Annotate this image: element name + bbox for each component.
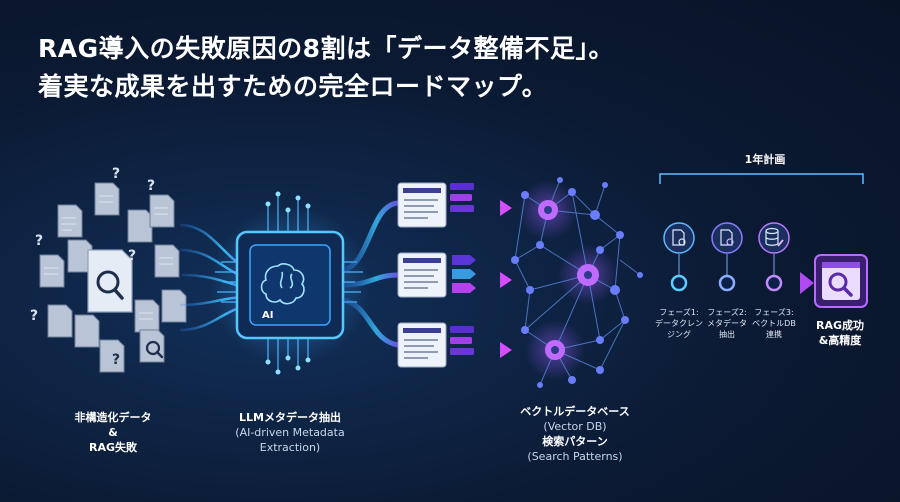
arrow-icon [500, 200, 512, 216]
phase-2-desc-2: 抽出 [719, 330, 735, 339]
year-bracket [659, 173, 864, 184]
phase-2-label: フェーズ2: メタデータ 抽出 [701, 307, 753, 340]
unstructured-title: 非構造化データ [74, 411, 152, 424]
phase-3-desc-1: ベクトルDB [752, 319, 796, 328]
central-document-icon [87, 249, 133, 313]
document-icon [99, 339, 125, 373]
document-icon [134, 299, 160, 333]
timeline-milestones [670, 274, 783, 292]
phase-3-icon-badge [758, 222, 790, 254]
metadata-card [397, 252, 512, 298]
phase-3-desc-2: 連携 [766, 330, 782, 339]
page-title: RAG導入の失敗原因の8割は「データ整備不足」。 着実な成果を出すための完全ロー… [38, 30, 614, 106]
magnifier-icon [96, 270, 120, 294]
output-flow-lines [342, 200, 399, 348]
phase-2-title: フェーズ2: [707, 308, 747, 317]
document-icon [154, 244, 180, 278]
metadata-cards [397, 182, 512, 368]
metadata-card [397, 322, 512, 368]
vector-title: ベクトルデータベース [520, 405, 630, 418]
final-result-label: RAG成功 &高精度 [800, 318, 880, 348]
metadata-card [397, 182, 512, 228]
final-title: RAG成功 [815, 319, 864, 332]
question-mark-icon: ? [112, 352, 120, 368]
stage-unstructured-label: 非構造化データ & RAG失敗 [48, 410, 178, 455]
ai-chip-label: AI [262, 310, 273, 321]
ai-chip [210, 191, 370, 375]
question-mark-icon: ? [30, 308, 38, 324]
phase-3-label: フェーズ3: ベクトルDB 連携 [748, 307, 800, 340]
phase-1-title: フェーズ1: [659, 308, 699, 317]
document-icon [127, 209, 153, 243]
document-icon [94, 182, 120, 216]
document-icon [39, 254, 65, 288]
stage-vector-label: ベクトルデータベース (Vector DB) 検索パターン (Search Pa… [500, 404, 650, 464]
arrow-icon [800, 272, 814, 294]
search-window-icon [814, 254, 868, 308]
phase-1-icon-badge [663, 222, 695, 254]
milestone-3 [765, 274, 783, 292]
document-icon [139, 329, 165, 363]
brain-icon [260, 263, 305, 305]
phase-1-desc-2: ジング [667, 330, 691, 339]
document-search-icon [672, 229, 685, 246]
phase-2-desc-1: メタデータ [707, 319, 747, 328]
tag-icon [452, 255, 476, 265]
question-mark-icon: ? [147, 178, 155, 194]
document-icon [74, 314, 100, 348]
milestone-1 [670, 274, 688, 292]
search-pattern-title: 検索パターン [542, 435, 608, 448]
search-pattern-subtitle: (Search Patterns) [527, 450, 623, 463]
phase-3-title: フェーズ3: [754, 308, 794, 317]
roadmap [640, 173, 868, 308]
phase-1-desc-1: データクレン [655, 319, 703, 328]
document-icon [161, 289, 187, 323]
llm-title: LLMメタデータ抽出 [239, 411, 341, 424]
vector-network [511, 177, 643, 388]
phase-1-label: フェーズ1: データクレン ジング [653, 307, 705, 340]
gear-document-icon [720, 229, 733, 246]
milestone-2 [718, 274, 736, 292]
question-mark-icon: ? [128, 248, 136, 264]
unstructured-amp: & [108, 426, 118, 439]
unstructured-documents: ? ? ? ? ? ? [30, 166, 187, 373]
unstructured-subtitle: RAG失敗 [88, 441, 137, 454]
vector-subtitle: (Vector DB) [543, 420, 607, 433]
title-line-2: 着実な成果を出すための完全ロードマップ。 [38, 72, 548, 101]
document-icon [47, 304, 73, 338]
llm-subtitle-1: (AI-driven Metadata [235, 426, 345, 439]
title-line-1: RAG導入の失敗原因の8割は「データ整備不足」。 [38, 34, 615, 63]
arrow-icon [500, 272, 512, 288]
year-plan-label: 1年計画 [744, 153, 786, 166]
tag-icon [452, 283, 476, 293]
document-icon [57, 204, 83, 238]
tag-icon [452, 269, 476, 279]
question-mark-icon: ? [112, 166, 120, 182]
final-subtitle: &高精度 [818, 334, 862, 347]
llm-subtitle-2: Extraction) [259, 441, 321, 454]
stage-llm-label: LLMメタデータ抽出 (AI-driven Metadata Extractio… [215, 410, 365, 455]
document-icon [149, 194, 175, 228]
phase-2-icon-badge [711, 222, 743, 254]
arrow-icon [500, 342, 512, 358]
question-mark-icon: ? [35, 233, 43, 249]
